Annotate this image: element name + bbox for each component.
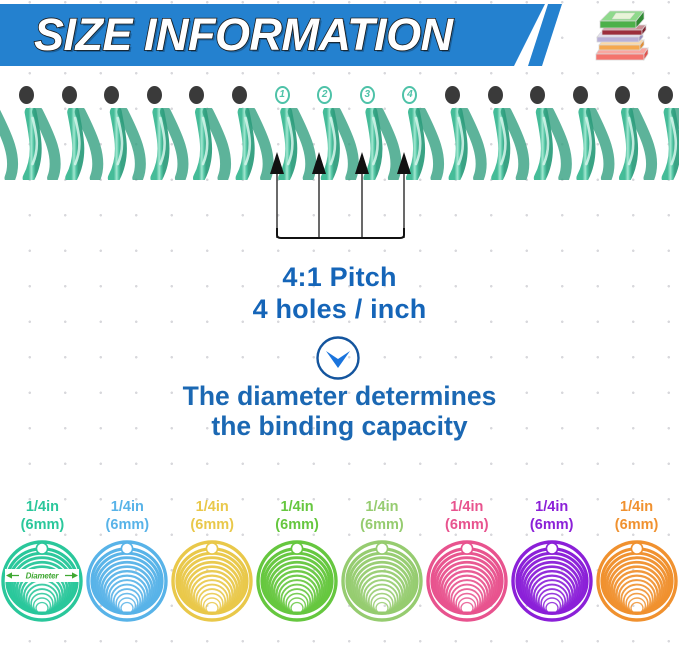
coil-cross-section [341, 540, 423, 622]
binding-hole-dot [445, 86, 460, 104]
binding-hole-dot [658, 86, 673, 104]
binding-hole-dot [104, 86, 120, 104]
pitch-measure-bracket [270, 152, 411, 239]
coil-size-swatch[interactable]: 1/4in (6mm) [595, 498, 679, 622]
binding-hole-dot [61, 86, 77, 104]
coil-size-mm: (6mm) [105, 517, 150, 533]
banner-shape [0, 4, 545, 66]
coil-cross-section [595, 540, 678, 622]
coil-diagram: 1 2 3 4 [0, 86, 679, 186]
spiral-coil-illustration [0, 108, 679, 180]
binding-hole-dot [615, 86, 631, 104]
binding-hole-dot [146, 86, 162, 104]
coil-size-inches: 1/4in [110, 499, 144, 515]
page-title: SIZE INFORMATION [33, 9, 454, 61]
coil-size-mm: (6mm) [529, 517, 574, 533]
holes-per-inch-label: 4 holes / inch [252, 294, 427, 324]
binding-hole-dot [530, 86, 546, 104]
coil-size-swatch[interactable]: 1/4in (6mm) [425, 498, 509, 622]
coil-size-inches: 1/4in [25, 499, 59, 515]
coil-size-swatch[interactable]: 1/4in (6mm) [255, 498, 339, 622]
coil-size-label: 1/4in (6mm) [530, 498, 574, 534]
coil-cross-section [426, 540, 508, 622]
coil-cross-section [256, 540, 338, 622]
diameter-callout-badge: Diameter [5, 569, 80, 582]
coil-size-inches: 1/4in [365, 499, 399, 515]
coil-size-swatch[interactable]: 1/4in (6mm) [170, 498, 254, 622]
book-stack-icon [595, 10, 649, 62]
coil-cross-section: Diameter [1, 540, 84, 622]
coil-cross-section [171, 540, 253, 622]
coil-size-label: 1/4in (6mm) [360, 498, 404, 534]
coil-cross-section [86, 540, 169, 622]
binding-hole-dot [19, 86, 34, 104]
header-banner: SIZE INFORMATION [0, 0, 679, 72]
coil-size-label: 1/4in (6mm) [190, 498, 234, 534]
numbered-hole-3: 3 [359, 86, 375, 104]
coil-size-label: 1/4in (6mm) [445, 498, 489, 534]
coil-size-mm: (6mm) [190, 517, 234, 533]
coil-size-swatch[interactable]: 1/4in (6mm) [340, 498, 424, 622]
diameter-label-text: Diameter [26, 572, 60, 581]
pitch-ratio-label: 4:1 Pitch [282, 262, 397, 292]
coil-size-inches: 1/4in [535, 499, 569, 515]
coil-size-mm: (6mm) [445, 517, 489, 533]
coil-size-swatch[interactable]: 1/4in (6mm) [510, 498, 594, 622]
coil-size-inches: 1/4in [280, 499, 314, 515]
coil-size-mm: (6mm) [360, 517, 404, 533]
binding-hole-dot [189, 86, 205, 104]
coil-size-mm: (6mm) [20, 517, 65, 533]
numbered-hole-2: 2 [317, 86, 333, 104]
numbered-hole-1: 1 [274, 86, 290, 104]
coil-cross-section [510, 540, 593, 622]
coil-size-swatch[interactable]: 1/4in (6mm) Diameter [0, 498, 84, 622]
coil-size-label: 1/4in (6mm) [275, 498, 319, 534]
coil-size-label: 1/4in (6mm) [615, 498, 659, 534]
binding-hole-dot [572, 86, 588, 104]
coil-size-inches: 1/4in [195, 499, 229, 515]
coil-size-mm: (6mm) [614, 517, 659, 533]
numbered-hole-4: 4 [402, 86, 418, 104]
chevron-down-icon [316, 336, 360, 380]
capacity-headline-line1: The diameter determines [182, 381, 497, 411]
coil-size-label: 1/4in (6mm) [21, 498, 65, 534]
coil-size-label: 1/4in (6mm) [106, 498, 150, 534]
coil-size-swatch[interactable]: 1/4in (6mm) [85, 498, 169, 622]
binding-hole-dot [487, 86, 503, 104]
binding-hole-dot [232, 86, 247, 104]
coil-size-inches: 1/4in [450, 499, 484, 515]
coil-size-mm: (6mm) [275, 517, 319, 533]
capacity-headline-line2: the binding capacity [211, 411, 468, 441]
coil-size-inches: 1/4in [620, 499, 654, 515]
